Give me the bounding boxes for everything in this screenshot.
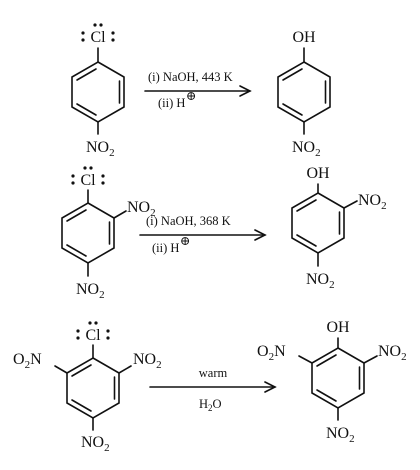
reactant-3-ring <box>54 344 132 431</box>
nitro-label: NO2 <box>86 139 115 159</box>
positive-charge-symbol: ⊕ <box>180 234 190 248</box>
reaction-2: Cl NO2 NO2 (i) NaOH, 368 K (ii) H ⊕ OH <box>61 165 387 301</box>
condition-naoh-368k: (i) NaOH, 368 K <box>146 214 231 228</box>
nitro-label: NO2 <box>358 192 387 212</box>
nitro-label: NO2 <box>292 139 321 159</box>
condition-acid-workup: (ii) H <box>158 96 185 110</box>
reaction-1: Cl NO2 (i) NaOH, 443 K (ii) H ⊕ OH NO2 <box>71 23 331 159</box>
condition-naoh-443k: (i) NaOH, 443 K <box>148 70 233 84</box>
nitro-label: NO2 <box>127 199 156 219</box>
product-2-ring <box>291 183 358 267</box>
reactant-2-chlorine: Cl <box>71 166 105 189</box>
reactant-3-chlorine: Cl <box>76 321 110 344</box>
reactant-1-ring <box>71 47 125 135</box>
reaction-3-arrow <box>149 381 277 393</box>
reactant-1-chlorine: Cl <box>81 23 115 46</box>
nitro-label: O2N <box>257 343 286 363</box>
reaction-3: Cl O2N NO2 NO2 warm H2O <box>13 319 407 454</box>
nitro-label: NO2 <box>133 351 162 371</box>
condition-acid-workup: (ii) H <box>152 241 179 255</box>
nitro-label: O2N <box>13 351 42 371</box>
condition-water: H2O <box>199 397 222 413</box>
chlorine-label: Cl <box>90 29 106 46</box>
nitro-label: NO2 <box>306 271 335 291</box>
reaction-2-arrow <box>139 229 267 241</box>
nitro-label: NO2 <box>378 343 407 363</box>
condition-warm: warm <box>199 366 228 380</box>
hydroxyl-label: OH <box>306 165 330 182</box>
chlorine-label: Cl <box>85 327 101 344</box>
nitro-label: NO2 <box>326 425 355 445</box>
product-1-ring <box>277 47 331 135</box>
reactant-2-ring <box>61 189 127 277</box>
hydroxyl-label: OH <box>326 319 350 336</box>
nitro-label: NO2 <box>76 281 105 301</box>
positive-charge-symbol: ⊕ <box>186 89 196 103</box>
product-3-ring <box>298 337 378 421</box>
chlorine-label: Cl <box>80 172 96 189</box>
reaction-1-arrow <box>144 85 252 97</box>
hydroxyl-label: OH <box>292 29 316 46</box>
nitro-label: NO2 <box>81 434 110 454</box>
